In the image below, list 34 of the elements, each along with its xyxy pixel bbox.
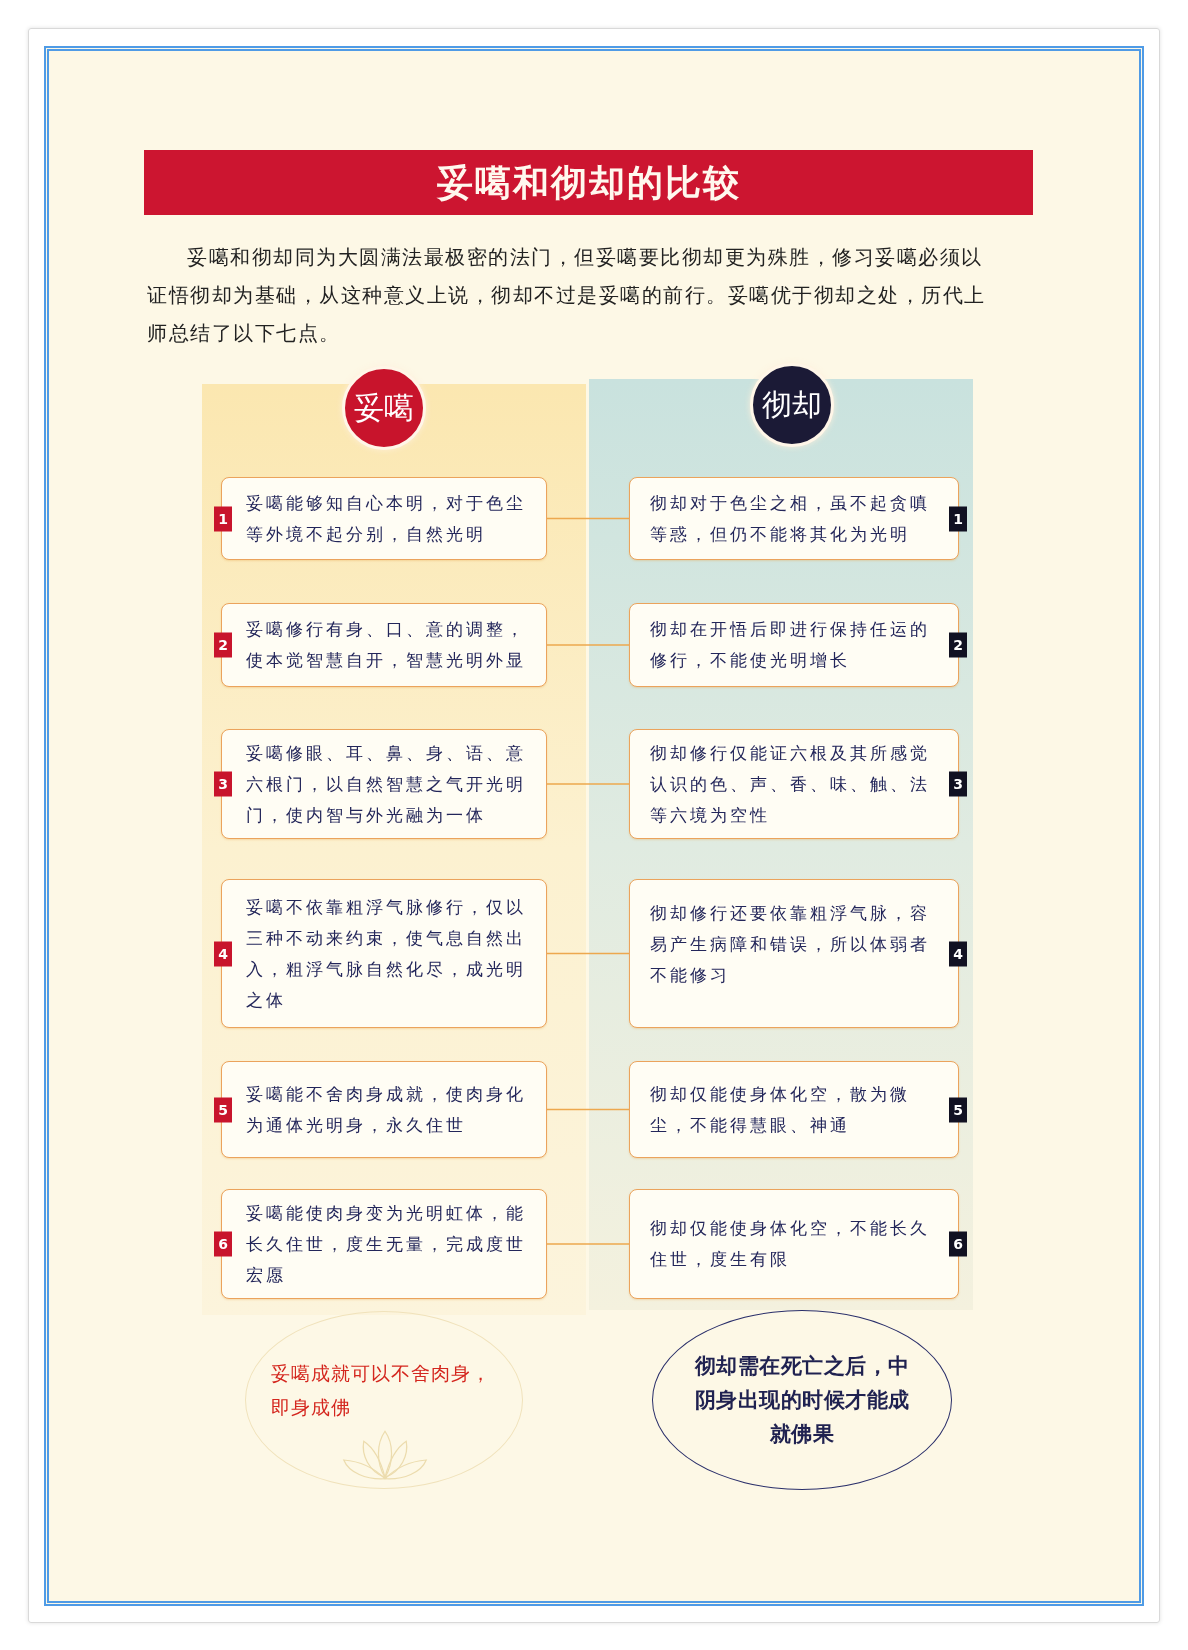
callout-number: 1 bbox=[949, 506, 967, 531]
comparison-text: 彻却仅能使身体化空，散为微尘，不能得慧眼、神通 bbox=[650, 1082, 911, 1137]
comparison-text: 妥噶不依靠粗浮气脉修行，仅以三种不动来约束，使气息自然出入，粗浮气脉自然化尽，成光明之体 bbox=[246, 895, 527, 1012]
comparison-text: 彻却在开悟后即进行保持任运的修行，不能使光明增长 bbox=[650, 618, 931, 672]
callout-number: 6 bbox=[214, 1231, 232, 1257]
comparison-text: 彻却对于色尘之相，虽不起贪嗔等惑，但仍不能将其化为光明 bbox=[650, 491, 931, 546]
comparison-text: 妥噶能够知自心本明，对于色尘等外境不起分别，自然光明 bbox=[246, 491, 527, 546]
comparison-text: 彻却修行仅能证六根及其所感觉认识的色、声、香、味、触、法等六境为空性 bbox=[650, 741, 931, 827]
callout-number: 3 bbox=[214, 771, 232, 797]
connector-line bbox=[546, 1108, 630, 1111]
connector-line bbox=[546, 644, 630, 646]
comparison-text: 彻却仅能使身体化空，不能长久住世，度生有限 bbox=[650, 1217, 931, 1271]
comparison-text: 妥噶修眼、耳、鼻、身、语、意六根门，以自然智慧之气开光明门，使内智与外光融为一体 bbox=[246, 741, 527, 827]
callout-number: 2 bbox=[949, 632, 967, 658]
comparison-text: 妥噶能不舍肉身成就，使肉身化为通体光明身，永久住世 bbox=[246, 1082, 527, 1137]
intro-paragraph: 妥噶和彻却同为大圆满法最极密的法门，但妥噶要比彻却更为殊胜，修习妥噶必须以证悟彻却为基础，从这种意义上说，彻却不过是妥噶的前行。妥噶优于彻却之处，历代上师总结了以下七点。 bbox=[147, 244, 987, 347]
summary-text: 妥噶成就可以不舍肉身，即身成佛 bbox=[271, 1361, 492, 1420]
callout-number: 6 bbox=[949, 1231, 967, 1257]
comparison-text: 妥噶修行有身、口、意的调整，使本觉智慧自开，智慧光明外显 bbox=[246, 618, 527, 672]
title-banner: 妥噶和彻却的比较 bbox=[144, 150, 1033, 215]
comparison-text: 彻却修行还要依靠粗浮气脉，容易产生病障和错误，所以体弱者不能修习 bbox=[650, 902, 931, 987]
callout-number: 4 bbox=[949, 941, 967, 966]
callout-number: 3 bbox=[949, 771, 967, 797]
summary-text: 彻却需在死亡之后，中阴身出现的时候才能成就佛果 bbox=[693, 1353, 911, 1448]
connector-line bbox=[546, 952, 630, 955]
comparison-text: 妥噶能使肉身变为光明虹体，能长久住世，度生无量，完成度世宏愿 bbox=[246, 1201, 527, 1287]
connector-line bbox=[546, 517, 630, 520]
connector-line bbox=[546, 783, 630, 785]
callout-number: 5 bbox=[214, 1097, 232, 1122]
callout-number: 2 bbox=[214, 632, 232, 658]
connector-line bbox=[546, 1243, 630, 1245]
callout-number: 4 bbox=[214, 941, 232, 966]
callout-number: 5 bbox=[949, 1097, 967, 1122]
callout-number: 1 bbox=[214, 506, 232, 531]
